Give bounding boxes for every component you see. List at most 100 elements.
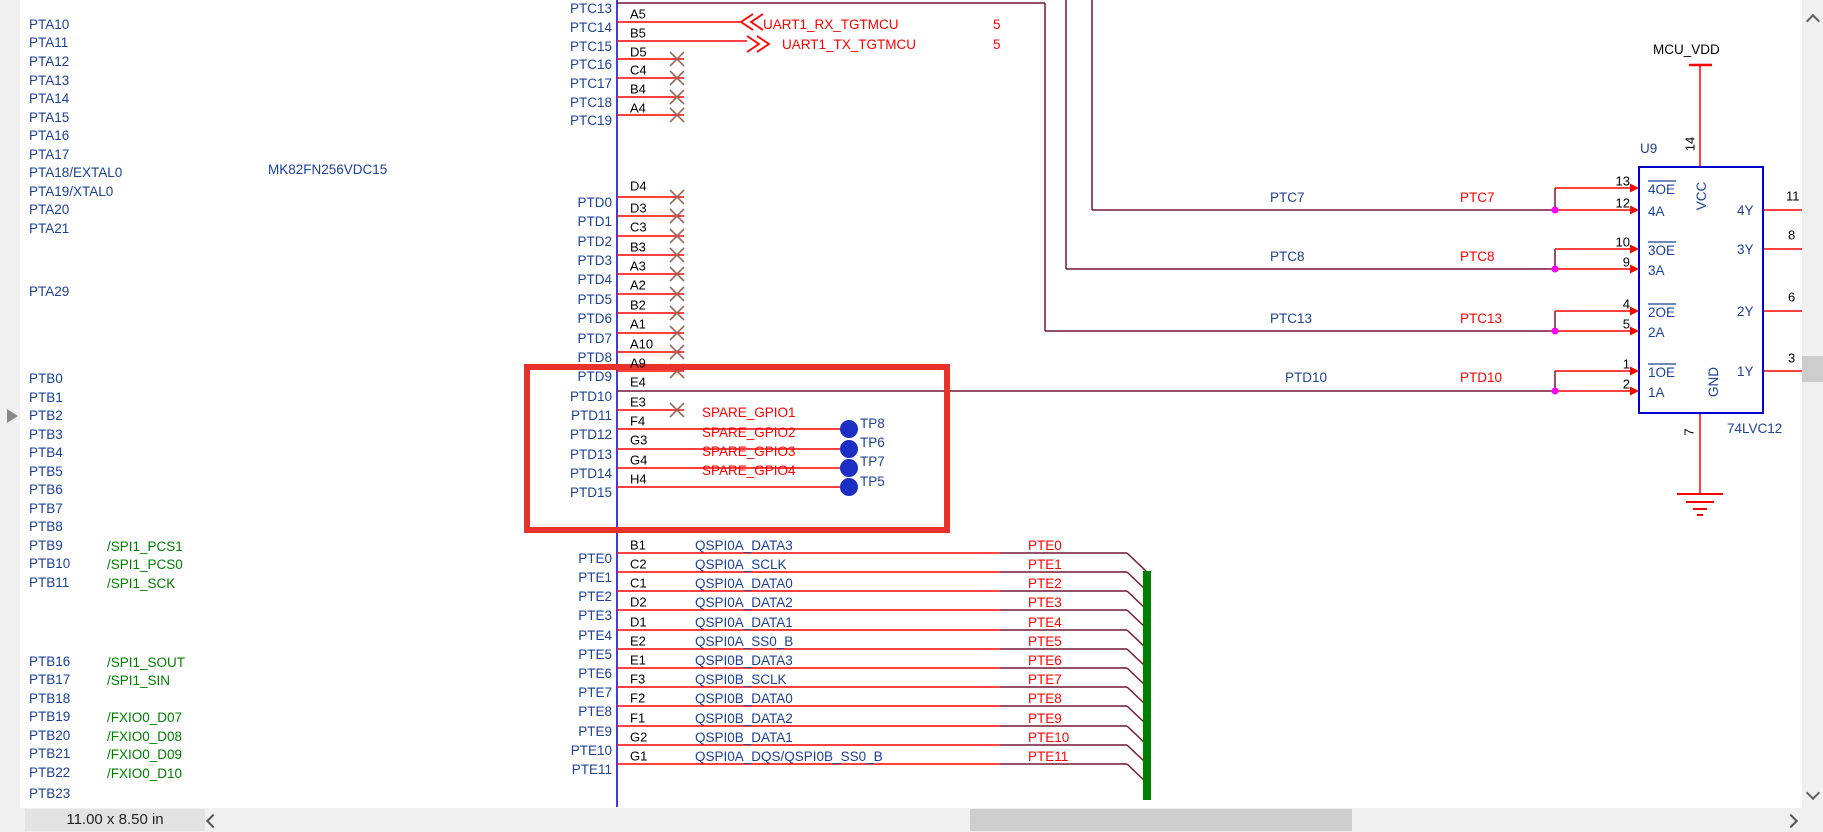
pin-arrow-icon [1630, 366, 1639, 376]
schematic-text: 1Y [1737, 364, 1754, 379]
schematic-text: PTC16 [570, 57, 612, 72]
pin-label-ptb18: PTB18 [29, 691, 70, 706]
pin-label-ptb8: PTB8 [29, 519, 63, 534]
schematic-text: 5 [1623, 317, 1630, 332]
pin-label-pta17: PTA17 [29, 147, 69, 162]
schematic-text: GND [1706, 367, 1721, 397]
schematic-text: PTE4 [1028, 615, 1062, 630]
testpoint-label-tp7: TP7 [860, 454, 885, 469]
vertical-scrollbar[interactable] [1802, 0, 1823, 808]
pin-label-pta19: PTA19/XTAL0 [29, 184, 113, 199]
port-chevron-icon [749, 13, 764, 31]
no-connect-x-icon [669, 189, 685, 205]
schematic-text: PTC7 [1460, 190, 1495, 205]
port-chevron-icon [739, 13, 754, 31]
schematic-text: B4 [630, 82, 646, 97]
pin-label-ptb22: PTB22 [29, 765, 70, 780]
wire [1126, 552, 1147, 572]
schematic-text: A5 [630, 7, 646, 22]
schematic-text: PTE9 [578, 724, 612, 739]
schematic-text: PTE5 [1028, 634, 1062, 649]
schematic-text: C4 [630, 63, 647, 78]
wire [1126, 648, 1147, 668]
testpoint-label-tp8: TP8 [860, 416, 885, 431]
no-connect-x-icon [669, 70, 685, 86]
wire [1126, 609, 1147, 629]
pin-label-ptb20: PTB20 [29, 728, 70, 743]
schematic-text: E4 [630, 375, 646, 390]
schematic-text: A4 [630, 101, 646, 116]
schematic-text: A10 [630, 337, 653, 352]
schematic-text: PTD10 [1460, 370, 1502, 385]
page-marker-triangle-icon[interactable] [7, 409, 18, 423]
schematic-text: 10 [1616, 235, 1630, 250]
schematic-text: PTD13 [570, 447, 612, 462]
refdes-u9: U9 [1640, 141, 1657, 156]
schematic-text: PTE11 [572, 762, 612, 777]
schematic-text: QSPI0A_DQS/QSPI0B_SS0_B [695, 749, 883, 764]
schematic-text: PTD8 [577, 350, 612, 365]
wire [1126, 590, 1147, 610]
schematic-text: D3 [630, 201, 647, 216]
status-bar: 11.00 x 8.50 in [0, 808, 1823, 832]
wire [1126, 725, 1147, 745]
pin-label-pta14: PTA14 [29, 91, 70, 106]
schematic-text: PTC18 [570, 95, 612, 110]
scroll-down-icon[interactable] [1805, 785, 1821, 801]
no-connect-x-icon [669, 208, 685, 224]
schematic-text: A3 [630, 259, 646, 274]
junction-dot-icon [1551, 206, 1559, 214]
schematic-text: PTE3 [578, 608, 612, 623]
testpoint-pad-icon [840, 420, 858, 438]
qspi-bus-bar [1143, 571, 1151, 800]
port-chevron-icon [746, 35, 761, 53]
testpoint-pad-icon [840, 478, 858, 496]
vertical-scroll-thumb[interactable] [1802, 356, 1823, 382]
scroll-up-icon[interactable] [1805, 13, 1821, 29]
schematic-text: 2OE [1648, 305, 1675, 320]
schematic-text: 4A [1648, 204, 1665, 219]
port-chevron-icon [756, 35, 771, 53]
schematic-text: QSPI0B_SCLK [695, 672, 787, 687]
schematic-text: PTD0 [577, 195, 612, 210]
highlight-rectangle [524, 364, 950, 533]
schematic-text: G3 [630, 433, 647, 448]
schematic-text: PTC8 [1460, 249, 1495, 264]
schematic-text: PTD5 [577, 292, 612, 307]
schematic-text: PTD7 [577, 331, 612, 346]
schematic-text: H4 [630, 472, 647, 487]
schematic-text: A1 [630, 317, 646, 332]
wire [1126, 629, 1147, 649]
schematic-text: PTD10 [1285, 370, 1327, 385]
horizontal-scroll-thumb[interactable] [970, 809, 1352, 831]
no-connect-x-icon [669, 286, 685, 302]
no-connect-x-icon [669, 344, 685, 360]
pin-label-ptb4: PTB4 [29, 445, 63, 460]
net-note-fxio0-d09: /FXIO0_D09 [107, 747, 182, 762]
schematic-text: PTC17 [570, 76, 612, 91]
no-connect-x-icon [669, 266, 685, 282]
testpoint-pad-icon [840, 459, 858, 477]
port-uart1-rx: UART1_RX_TGTMCU [763, 17, 899, 32]
no-connect-x-icon [669, 247, 685, 263]
schematic-text: 12 [1616, 196, 1630, 211]
schematic-text: 3 [1788, 351, 1795, 366]
schematic-text: PTE2 [1028, 576, 1062, 591]
pin-label-pta11: PTA11 [29, 35, 68, 50]
schematic-text: QSPI0B_DATA2 [695, 711, 793, 726]
schematic-text: D1 [630, 615, 647, 630]
net-note-fxio0-d10: /FXIO0_D10 [107, 766, 182, 781]
schematic-text: 2Y [1737, 304, 1754, 319]
schematic-text: PTE5 [578, 647, 612, 662]
schematic-text: C2 [630, 557, 647, 572]
net-note-spi1-pcs0: /SPI1_PCS0 [107, 557, 183, 572]
schematic-text: D4 [630, 179, 647, 194]
schematic-text: QSPI0A_DATA1 [695, 615, 793, 630]
schematic-text: 3OE [1648, 243, 1675, 258]
pin-label-ptb2: PTB2 [29, 408, 63, 423]
wire [1126, 705, 1147, 725]
schematic-text: PTC19 [570, 113, 612, 128]
schematic-text: 6 [1788, 290, 1795, 305]
